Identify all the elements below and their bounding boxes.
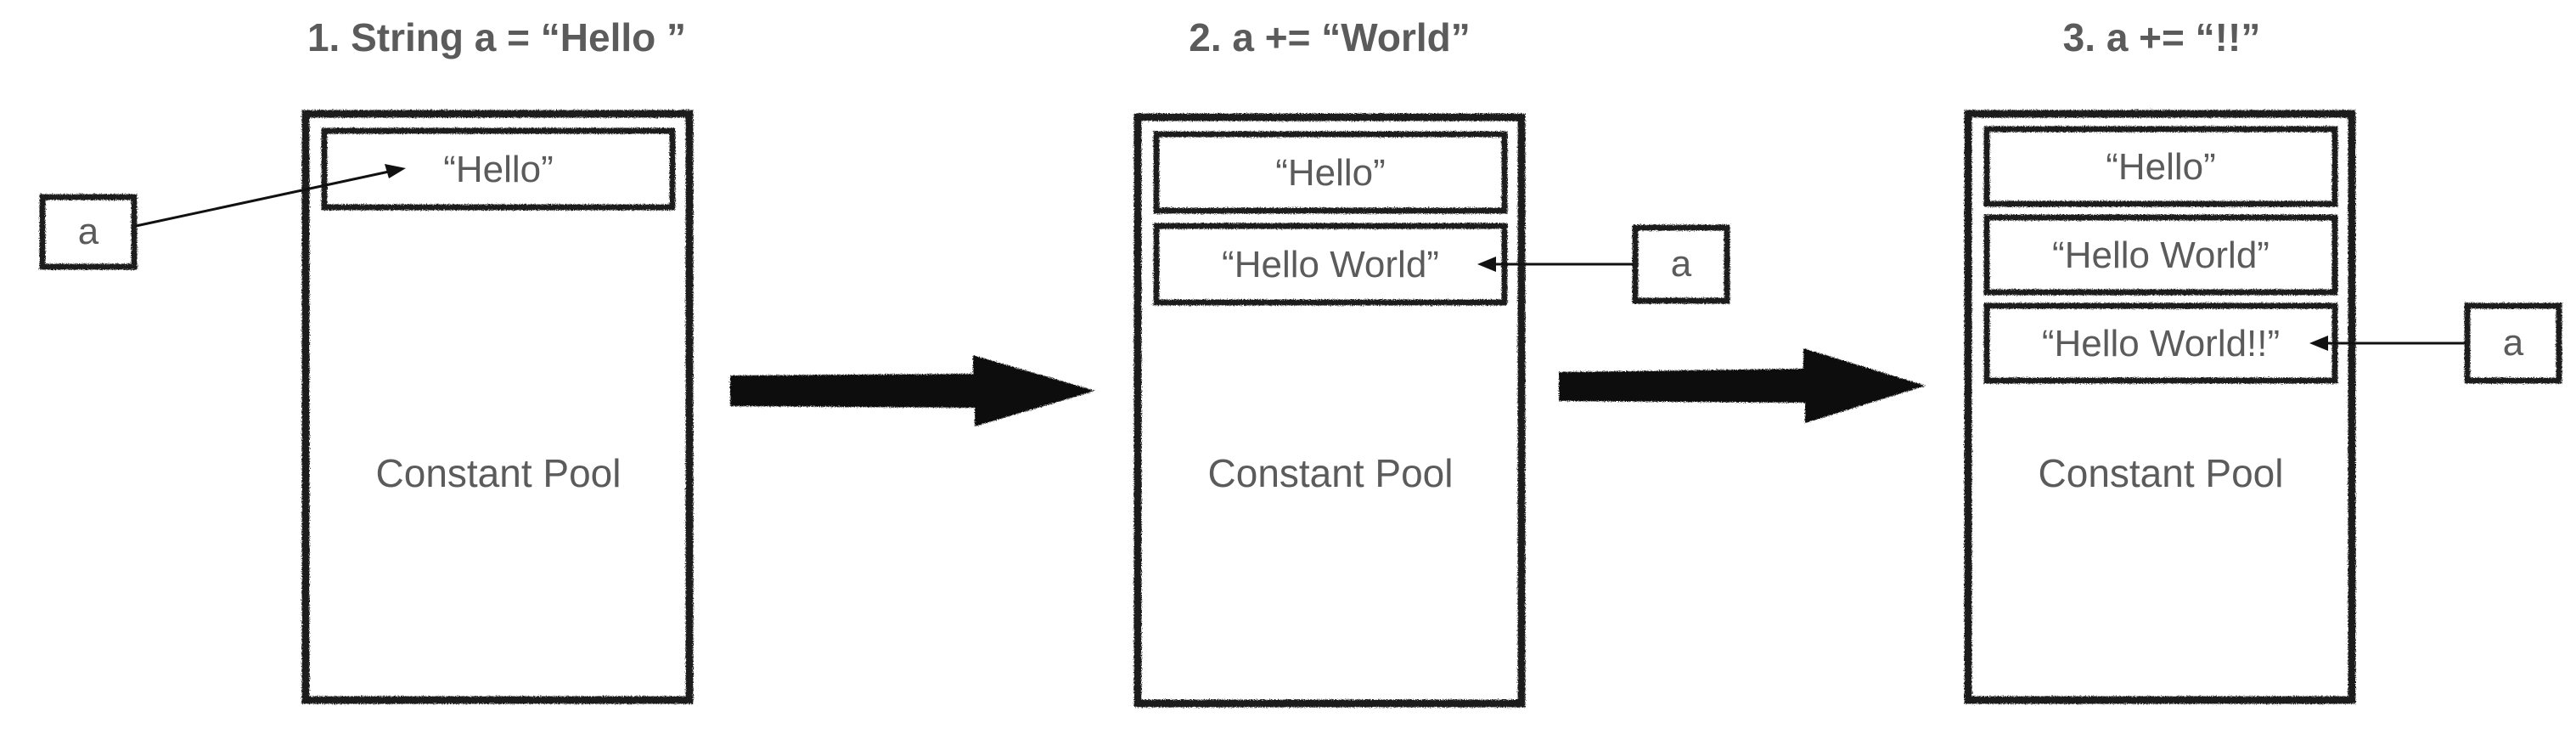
step-1-pool-entry-0: “Hello” — [443, 149, 554, 190]
step-1-pool-entry-0-box — [321, 127, 676, 211]
step-1-variable-box — [39, 194, 138, 270]
step-3-pointer-head — [2309, 336, 2328, 351]
step-2-pool-entry-0: “Hello” — [1275, 152, 1386, 194]
transition-arrow-1 — [730, 355, 1095, 426]
step-2-variable-label: a — [1671, 243, 1692, 285]
step-3: 3. a += “!!” “Hello” “Hello World” “Hell… — [1964, 15, 2562, 704]
step-3-pool-entry-2: “Hello World!!” — [2042, 323, 2280, 364]
step-2-pool-label: Constant Pool — [1208, 451, 1454, 495]
step-2-pool-entry-1: “Hello World” — [1222, 244, 1439, 285]
step-3-variable-label: a — [2503, 322, 2524, 364]
step-1-constant-pool-frame — [301, 110, 694, 704]
step-3-constant-pool-frame — [1964, 110, 2356, 704]
step-3-variable-box — [2464, 302, 2562, 384]
transition-arrow-2 — [1559, 348, 1926, 423]
step-2-constant-pool-frame — [1133, 113, 1526, 708]
step-3-pool-label: Constant Pool — [2039, 451, 2284, 495]
step-2-variable-box — [1632, 224, 1730, 304]
step-1-pointer-line — [135, 170, 390, 228]
step-1: 1. String a = “Hello ” “Hello” Constant … — [39, 15, 694, 704]
step-3-pool-entry-1-box — [1983, 214, 2338, 296]
step-1-pointer-head — [385, 164, 406, 178]
step-2: 2. a += “World” “Hello” “Hello World” Co… — [1133, 15, 1730, 708]
step-1-title: 1. String a = “Hello ” — [307, 15, 686, 59]
step-3-pool-entry-0-box — [1983, 126, 2338, 207]
step-2-title: 2. a += “World” — [1189, 15, 1470, 59]
step-3-title: 3. a += “!!” — [2063, 15, 2261, 59]
step-1-pool-label: Constant Pool — [376, 451, 622, 495]
step-3-pool-entry-1: “Hello World” — [2052, 234, 2269, 276]
step-2-pointer-head — [1477, 257, 1496, 272]
step-2-pool-entry-0-box — [1153, 131, 1508, 214]
step-1-variable-label: a — [78, 211, 99, 252]
step-3-pool-entry-0: “Hello” — [2106, 146, 2216, 188]
